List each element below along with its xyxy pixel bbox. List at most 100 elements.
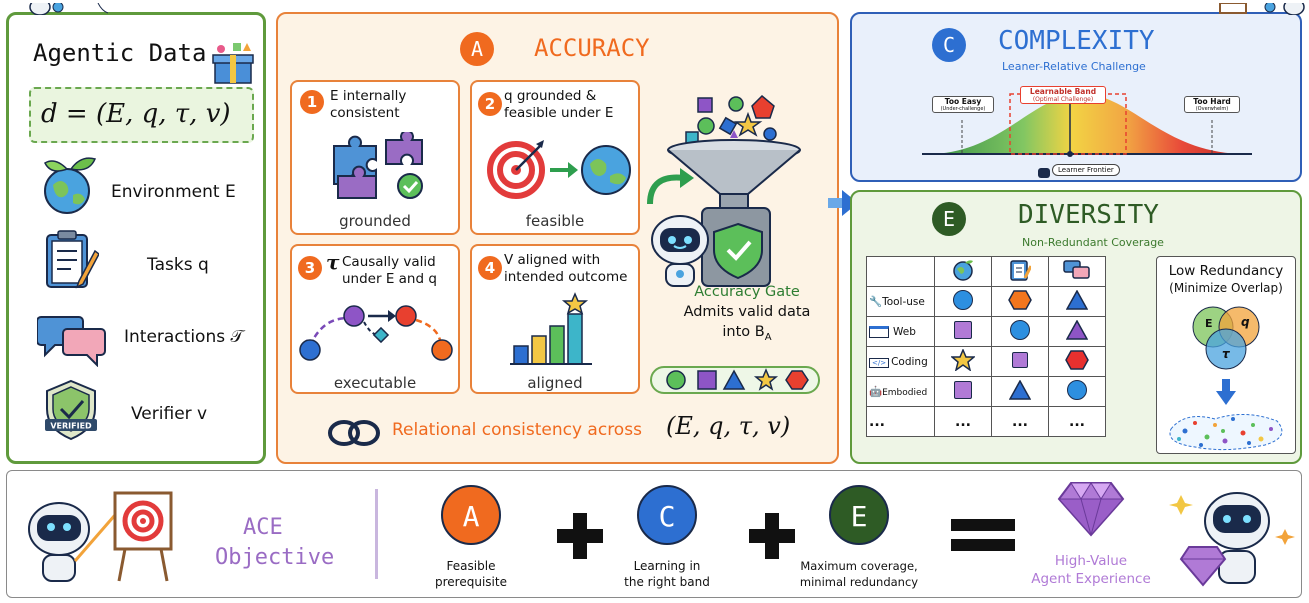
cell bbox=[991, 286, 1049, 317]
interactions-label: Interactions 𝒯 bbox=[124, 327, 244, 347]
gate-shapes-bar bbox=[650, 366, 820, 394]
complexity-title: COMPLEXITY bbox=[998, 26, 1155, 56]
learnable-band-label: Learnable Band (Optimal Challenge) bbox=[1020, 86, 1106, 104]
cell bbox=[934, 316, 992, 347]
square-shape bbox=[1012, 352, 1028, 368]
card-1-number: 1 bbox=[300, 90, 324, 114]
row-label-embodied: 🤖Embodied bbox=[866, 376, 935, 407]
diversity-subtitle: Non-Redundant Coverage bbox=[1022, 236, 1164, 249]
accuracy-panel: A ACCURACY 1 E internally consistent gro… bbox=[276, 12, 839, 464]
objective-e-text-2: minimal redundancy bbox=[799, 575, 919, 589]
objective-c-text-2: the right band bbox=[624, 575, 710, 589]
card-3-caption: executable bbox=[333, 374, 417, 392]
down-arrow-icon bbox=[1216, 379, 1236, 409]
bar-chart-icon bbox=[510, 290, 600, 376]
venn-label-q: q bbox=[1241, 315, 1250, 329]
row-web-text: Web bbox=[893, 325, 916, 338]
table-corner bbox=[866, 256, 935, 287]
plus-icon bbox=[555, 511, 605, 565]
accuracy-card-3: 3 τ Causally valid under E and q executa… bbox=[290, 244, 460, 394]
triangle-shape bbox=[1065, 289, 1089, 310]
accuracy-card-4: 4 V aligned with intended outcome aligne… bbox=[470, 244, 640, 394]
col-interactions-header bbox=[1048, 256, 1106, 287]
row-label-tool-use: 🔧Tool-use bbox=[866, 286, 935, 317]
too-hard-text: Too Hard bbox=[1193, 97, 1231, 106]
tasks-label: Tasks q bbox=[147, 255, 209, 275]
too-easy-label: Too Easy (Under-challenge) bbox=[932, 96, 994, 113]
chat-bubbles-icon bbox=[1063, 260, 1090, 279]
card-4-number: 4 bbox=[478, 256, 502, 280]
card-3-number: 3 bbox=[298, 256, 322, 280]
card-2-text: q grounded & feasible under E bbox=[504, 88, 614, 121]
card-1-caption: grounded bbox=[339, 212, 411, 230]
equals-icon bbox=[951, 517, 1015, 557]
cell bbox=[934, 346, 992, 377]
clipboard-icon bbox=[1010, 260, 1033, 281]
wrench-icon: 🔧 bbox=[869, 296, 883, 308]
robot-teacher-icon bbox=[19, 485, 179, 589]
too-easy-text: Too Easy bbox=[944, 97, 982, 106]
objective-a-text-2: prerequisite bbox=[435, 575, 507, 589]
cell bbox=[1048, 286, 1106, 317]
cell: ... bbox=[934, 406, 992, 437]
circle-shape bbox=[953, 290, 973, 310]
objective-e-badge: E bbox=[829, 485, 889, 545]
low-redundancy-subtitle: (Minimize Overlap) bbox=[1169, 281, 1283, 295]
square-shape bbox=[954, 321, 972, 339]
code-icon: </> bbox=[869, 357, 890, 368]
environment-label: Environment E bbox=[111, 182, 236, 202]
table-header-row bbox=[866, 256, 1106, 287]
card-1-text: E internally consistent bbox=[330, 88, 407, 121]
card-3-symbol: τ bbox=[326, 250, 340, 274]
result-text-1: High-Value bbox=[1054, 553, 1128, 569]
ace-objective-label-1: ACE bbox=[243, 515, 283, 540]
table-row: ... ... ... ... bbox=[866, 406, 1106, 437]
cell bbox=[1048, 376, 1106, 407]
chat-bubbles-icon bbox=[36, 307, 107, 371]
clipboard-icon bbox=[43, 229, 100, 295]
venn-label-tau: τ bbox=[1222, 347, 1230, 361]
venn-diagram: E q τ bbox=[1185, 301, 1269, 381]
cell: ... bbox=[991, 406, 1049, 437]
table-row: 🤖Embodied bbox=[866, 376, 1106, 407]
too-easy-sub: (Under-challenge) bbox=[940, 106, 986, 112]
diversity-panel: E DIVERSITY Non-Redundant Coverage 🔧Tool… bbox=[850, 190, 1302, 464]
card-3-text: Causally valid under E and q bbox=[342, 254, 437, 287]
complexity-panel: C COMPLEXITY Leaner-Relative Challenge bbox=[850, 12, 1302, 182]
scattered-points-icon bbox=[1165, 407, 1289, 455]
row-label-web: Web bbox=[866, 316, 935, 347]
result-text-2: Agent Experience bbox=[1031, 571, 1151, 587]
gift-box-icon bbox=[209, 41, 257, 91]
learnable-band-text: Learnable Band bbox=[1029, 87, 1097, 96]
cell bbox=[934, 286, 992, 317]
gate-text-2-main: into B bbox=[722, 324, 765, 340]
challenge-curve bbox=[922, 90, 1252, 184]
accuracy-gate-illustration bbox=[644, 94, 834, 298]
card-4-caption: aligned bbox=[527, 374, 583, 392]
verified-shield-icon: VERIFIED bbox=[43, 379, 99, 445]
objective-a-text-1: Feasible bbox=[446, 559, 496, 573]
too-hard-sub: (Overwhelm) bbox=[1195, 106, 1229, 112]
row-coding-text: Coding bbox=[891, 355, 928, 368]
row-tool-use-text: Tool-use bbox=[882, 296, 925, 308]
coverage-table: 🔧Tool-use Web </>Coding 🤖Embodied ... ..… bbox=[866, 256, 1106, 437]
objective-c-text-1: Learning in bbox=[633, 559, 701, 573]
circle-shape bbox=[1010, 320, 1030, 340]
relational-consistency-formula: (E, q, τ, v) bbox=[666, 412, 791, 440]
triangle-shape bbox=[1065, 319, 1089, 340]
complexity-subtitle: Leaner-Relative Challenge bbox=[1002, 60, 1146, 73]
accuracy-card-1: 1 E internally consistent grounded bbox=[290, 80, 460, 235]
puzzle-icon bbox=[328, 129, 428, 208]
agentic-data-panel: Agentic Data d = (E, q, τ, v) Environmen… bbox=[6, 12, 266, 464]
formula-box: d = (E, q, τ, v) bbox=[29, 87, 254, 143]
infinity-link-icon bbox=[326, 418, 382, 452]
globe-icon bbox=[37, 155, 101, 221]
hexagon-shape bbox=[1008, 290, 1032, 310]
accuracy-badge: A bbox=[460, 32, 494, 66]
cell bbox=[934, 376, 992, 407]
complexity-badge: C bbox=[932, 28, 966, 62]
agentic-data-title: Agentic Data bbox=[33, 39, 207, 67]
diversity-title: DIVERSITY bbox=[1018, 200, 1159, 230]
relational-consistency-text: Relational consistency across bbox=[392, 420, 642, 440]
card-4-text: V aligned with intended outcome bbox=[504, 252, 628, 285]
